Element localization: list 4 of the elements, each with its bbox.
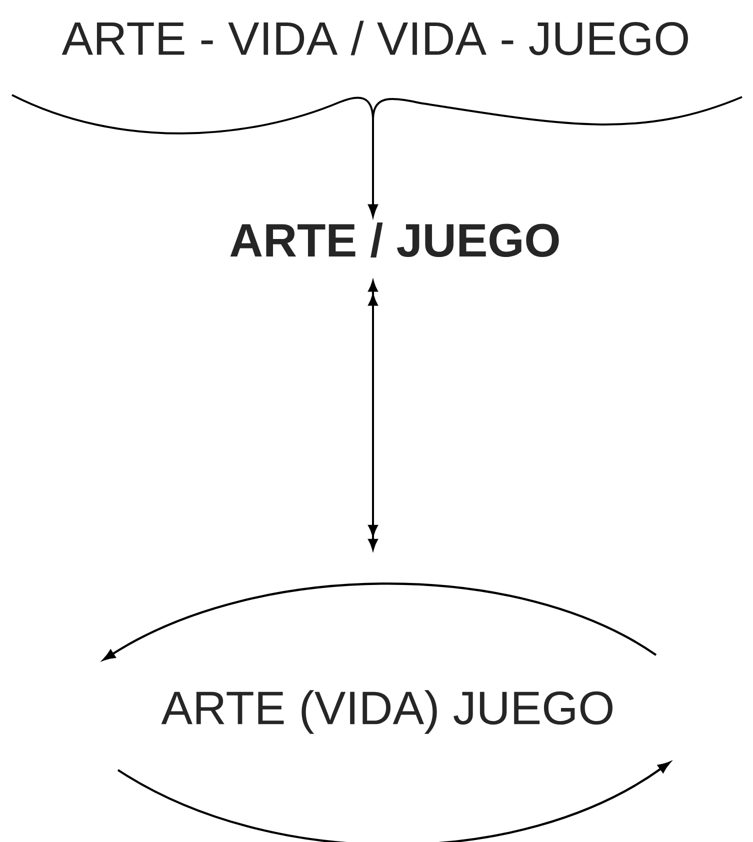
- text-label: ARTE / JUEGO: [230, 222, 559, 258]
- text-label: ARTE - VIDA / VIDA - JUEGO: [62, 20, 688, 56]
- text-label: ARTE (VIDA) JUEGO: [161, 690, 612, 734]
- arrow: [368, 280, 378, 550]
